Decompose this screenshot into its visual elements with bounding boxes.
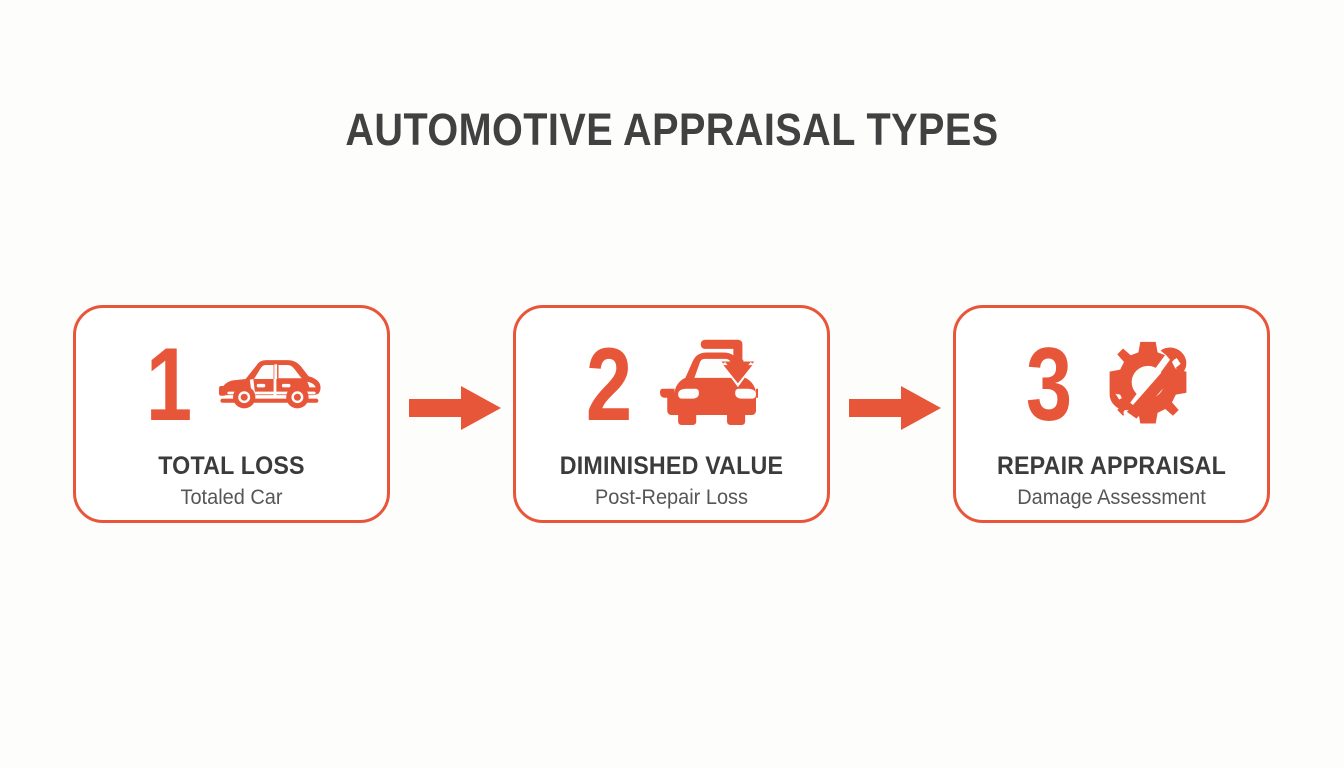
- car-front-down-arrow-icon: [652, 336, 764, 436]
- card-subtitle-2: Post-Repair Loss: [594, 486, 749, 509]
- card-header-row: 3: [956, 332, 1267, 440]
- step-number-1: 1: [145, 327, 192, 444]
- step-number-3: 3: [1025, 327, 1072, 444]
- arrow-right-icon: [409, 386, 501, 430]
- card-title-3: REPAIR APPRAISAL: [996, 452, 1227, 480]
- card-subtitle-1: Totaled Car: [180, 486, 283, 509]
- card-header-row: 2: [516, 332, 827, 440]
- appraisal-card-repair-appraisal[interactable]: 3: [953, 305, 1270, 523]
- arrow-right-icon: [849, 386, 941, 430]
- page-title: AUTOMOTIVE APPRAISAL TYPES: [345, 104, 999, 155]
- car-side-icon: [212, 336, 324, 436]
- gear-wrench-icon: [1092, 336, 1204, 436]
- appraisal-card-diminished-value[interactable]: 2: [513, 305, 830, 523]
- step-number-2: 2: [585, 327, 632, 444]
- card-subtitle-3: Damage Assessment: [1017, 486, 1206, 509]
- card-header-row: 1: [76, 332, 387, 440]
- card-title-1: TOTAL LOSS: [158, 452, 305, 480]
- card-title-2: DIMINISHED VALUE: [559, 452, 784, 480]
- appraisal-card-total-loss[interactable]: 1: [73, 305, 390, 523]
